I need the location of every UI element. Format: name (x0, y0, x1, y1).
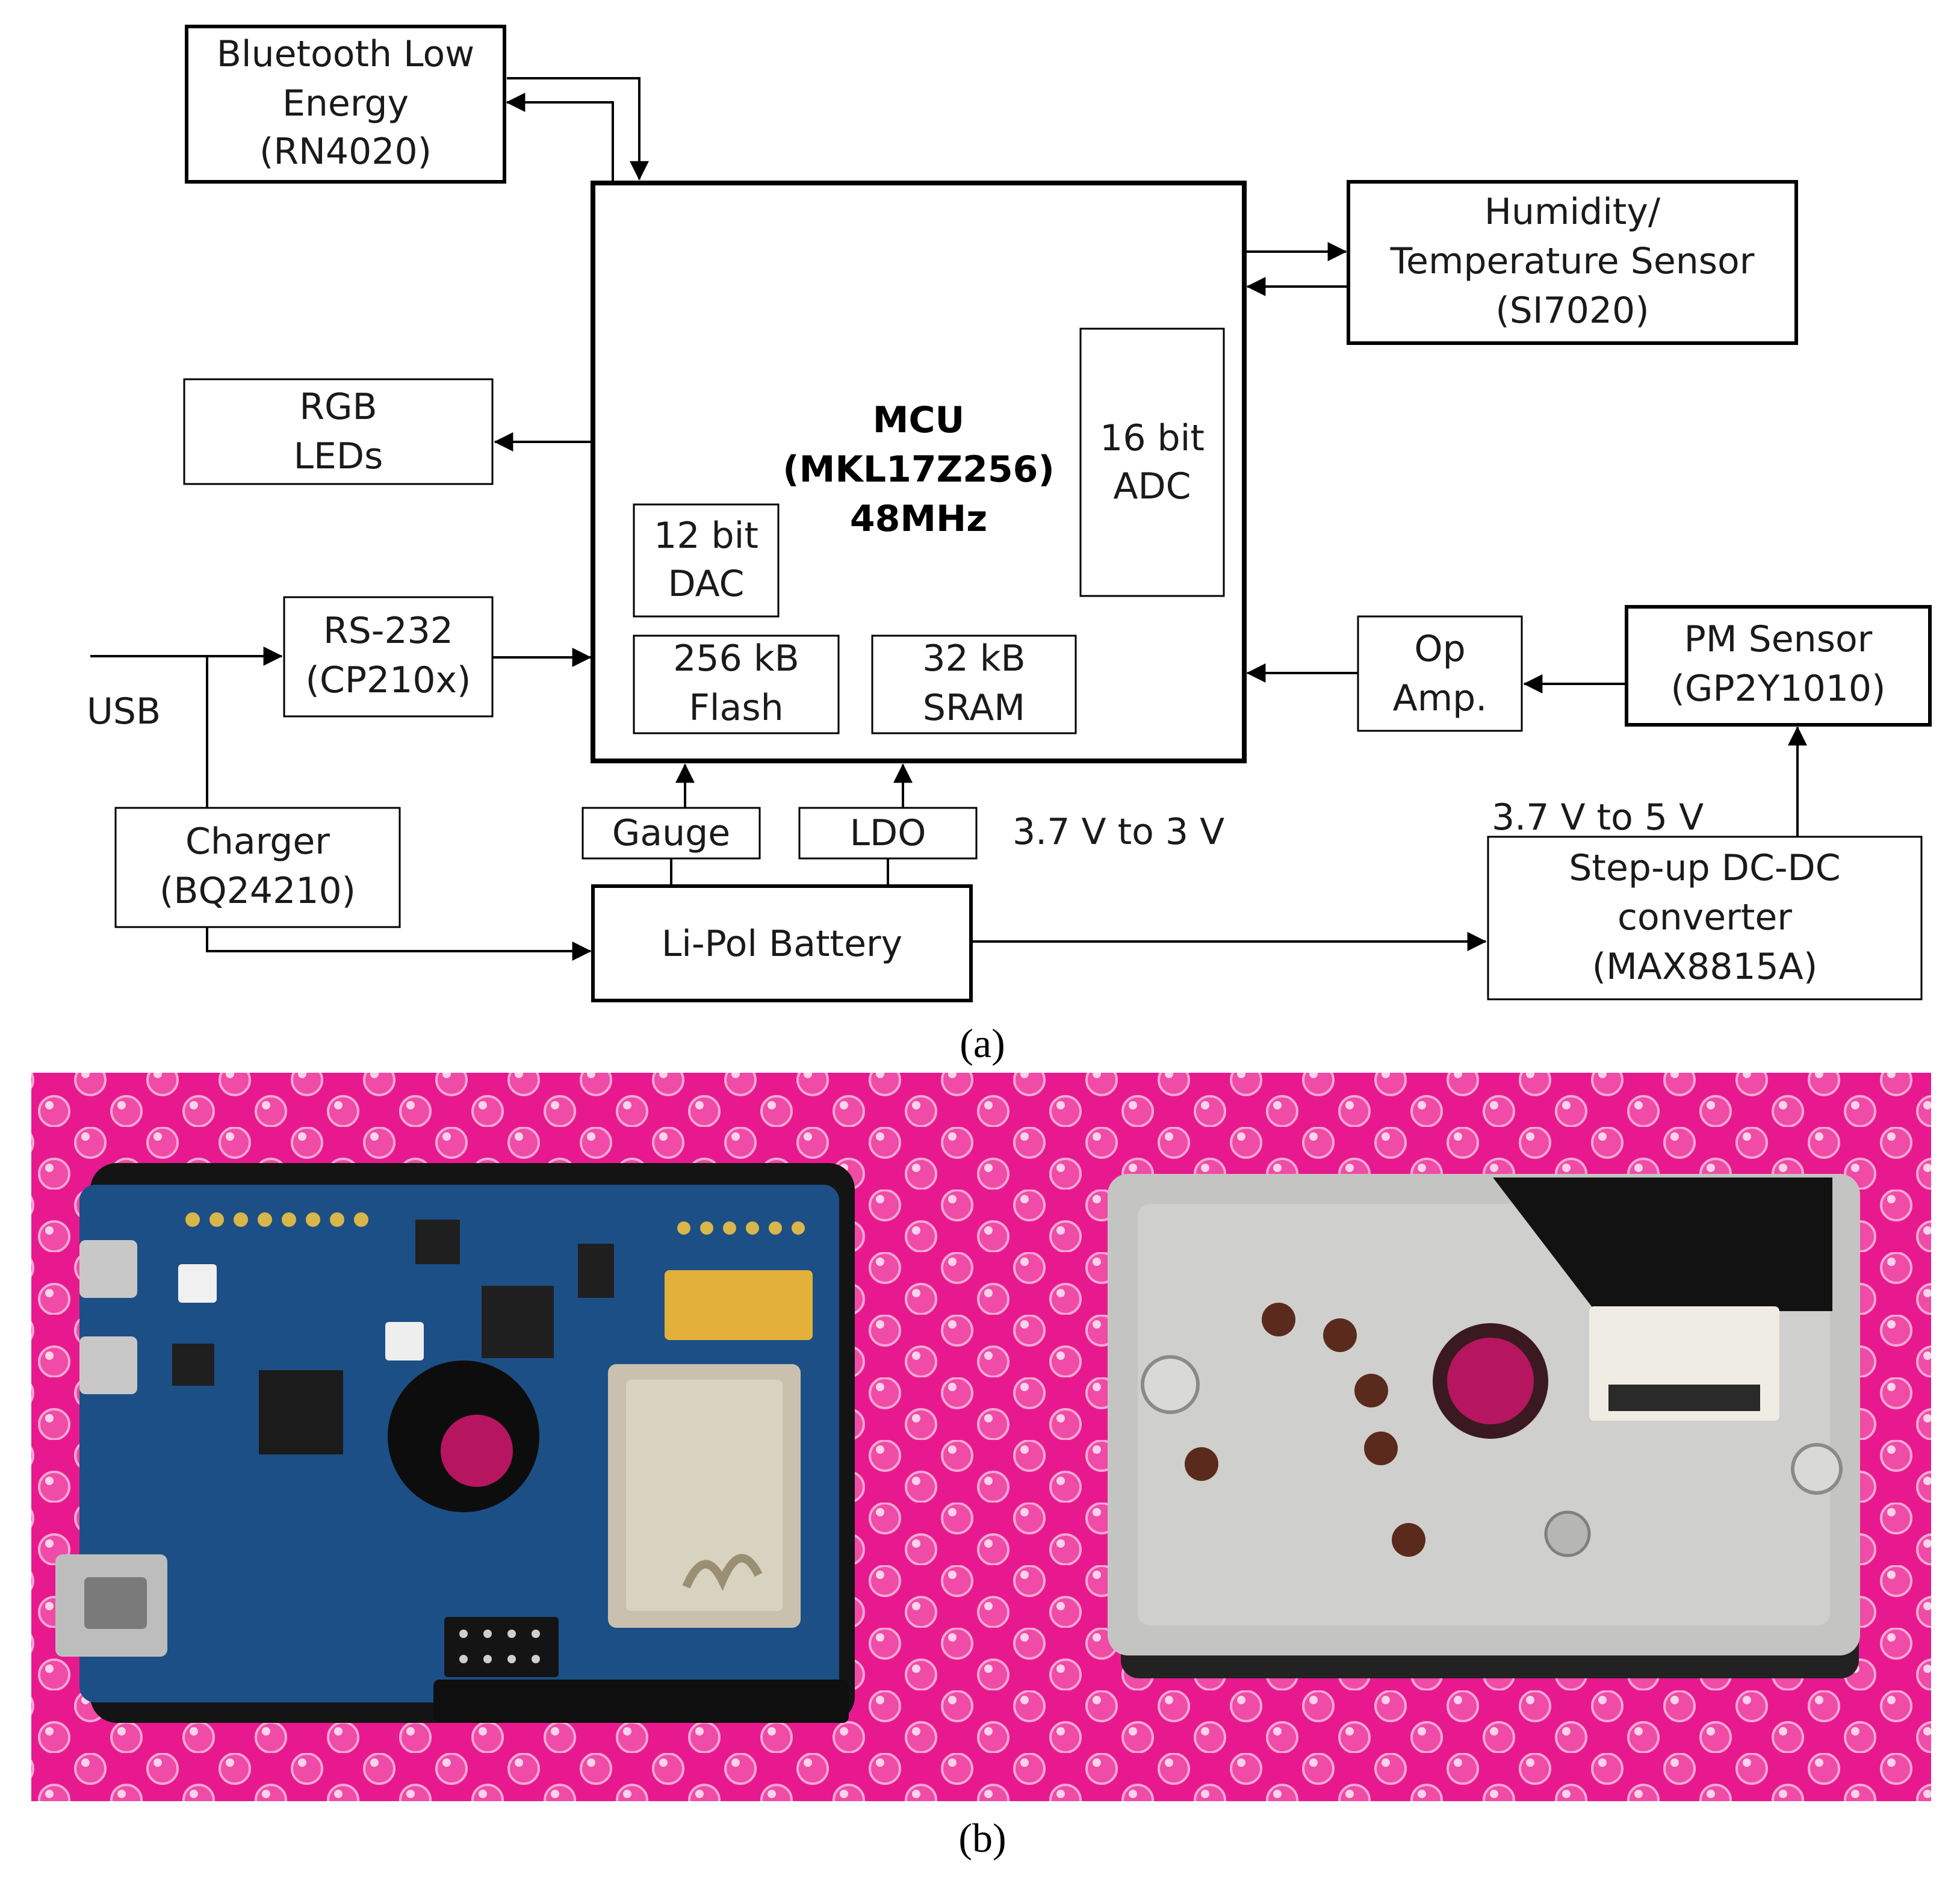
tantalum-capacitor (665, 1270, 813, 1340)
button-1 (79, 1240, 137, 1298)
pcb-sensor-hole-inner (441, 1415, 513, 1487)
humidity-sensor-block: Humidity/ Temperature Sensor (SI7020) (1347, 180, 1798, 345)
dac-block: 12 bit DAC (633, 503, 780, 618)
pin-header-right (677, 1221, 805, 1235)
opamp-label-line1: Op (1414, 628, 1465, 670)
small-chip (415, 1220, 460, 1264)
mcu-chip (482, 1286, 554, 1358)
mcu-label-line3: 48MHz (850, 498, 987, 540)
sram-label-line1: 32 kB (922, 638, 1025, 680)
ble-label-line2: Energy (282, 82, 409, 125)
charger-block: Charger (BQ24210) (114, 807, 401, 928)
rs232-block: RS-232 (CP210x) (283, 596, 494, 718)
connection-arrows (90, 77, 1807, 961)
rgb-label-line1: RGB (299, 386, 377, 428)
charger-label-line2: (BQ24210) (160, 870, 356, 912)
button-2 (79, 1336, 137, 1394)
rgb-led (385, 1322, 424, 1360)
dac-label-line2: DAC (668, 563, 744, 605)
humidity-label-line2: Temperature Sensor (1390, 240, 1755, 282)
rs232-label-line2: (CP210x) (306, 659, 471, 701)
usb-uart-chip (259, 1370, 343, 1454)
sensor-chip (578, 1244, 614, 1298)
mcu-label-line1: MCU (873, 399, 964, 441)
sensor-optical-hole-inner (1447, 1338, 1534, 1424)
rgb-leds-block: RGB LEDs (183, 378, 494, 485)
usb-connector-opening (84, 1577, 147, 1629)
ble-label-line1: Bluetooth Low (217, 33, 475, 75)
flash-label-line2: Flash (689, 687, 783, 729)
small-chip-2 (172, 1344, 214, 1386)
jtag-header (444, 1617, 559, 1677)
stepup-label-line3: (MAX8815A) (1592, 946, 1817, 988)
gauge-block: Gauge (581, 807, 761, 860)
dac-label-line1: 12 bit (654, 515, 758, 557)
sram-label-line2: SRAM (923, 687, 1025, 729)
white-led (178, 1264, 217, 1303)
sensor-screw-left (1141, 1355, 1200, 1414)
sensor-black-cover (1493, 1177, 1832, 1311)
adc-block: 16 bit ADC (1079, 327, 1225, 597)
stepup-voltage-note: 3.7 V to 5 V (1492, 796, 1704, 839)
arrow-charger-to-battery (206, 927, 592, 961)
device-photo: (b) (31, 1073, 1931, 1861)
humidity-label-line1: Humidity/ (1484, 191, 1661, 233)
ble-label-line3: (RN4020) (259, 131, 432, 173)
humidity-label-line3: (SI7020) (1495, 290, 1649, 332)
ldo-block: LDO (798, 807, 978, 860)
rs232-label-line1: RS-232 (323, 610, 453, 652)
microchip-logo (682, 1554, 763, 1591)
ldo-label: LDO (850, 812, 926, 854)
flash-label-line1: 256 kB (673, 638, 799, 680)
arrow-mcu-to-ble (506, 93, 614, 181)
pm-sensor-block: PM Sensor (GP2Y1010) (1625, 605, 1932, 727)
usb-label: USB (87, 690, 161, 733)
rgb-label-line2: LEDs (294, 435, 383, 477)
block-diagram: Bluetooth Low Energy (RN4020) MCU (MKL17… (87, 25, 1932, 1066)
stepup-label-line1: Step-up DC-DC (1569, 847, 1840, 889)
pm-sensor-module (1108, 1174, 1860, 1678)
ble-module-block: Bluetooth Low Energy (RN4020) (185, 25, 506, 184)
ldo-voltage-note: 3.7 V to 3 V (1013, 811, 1224, 853)
stepup-converter-block: Step-up DC-DC converter (MAX8815A) (1487, 836, 1923, 1001)
caption-b: (b) (958, 1815, 1006, 1861)
pm-sensor-label-line2: (GP2Y1010) (1670, 668, 1885, 710)
pcb-edge-bottom (433, 1680, 849, 1723)
sensor-vent-holes (1185, 1303, 1425, 1557)
jtag-pins (459, 1630, 540, 1663)
battery-label: Li-Pol Battery (662, 923, 902, 965)
pm-sensor-label-line1: PM Sensor (1684, 618, 1873, 660)
battery-block: Li-Pol Battery (591, 884, 973, 1002)
opamp-label-line2: Amp. (1393, 677, 1487, 719)
charger-label-line1: Charger (185, 821, 330, 863)
sram-block: 32 kB SRAM (871, 634, 1077, 734)
pin-header-top (185, 1212, 368, 1227)
adc-label-line1: 16 bit (1100, 417, 1205, 459)
pcb-board (55, 1163, 855, 1723)
flash-block: 256 kB Flash (633, 634, 840, 734)
arrow-ble-to-mcu (507, 77, 649, 181)
ble-module-shield (626, 1380, 783, 1611)
mcu-label-line2: (MKL17Z256) (783, 448, 1055, 491)
sensor-screw-right (1791, 1443, 1843, 1495)
adc-label-line2: ADC (1113, 465, 1191, 507)
sensor-connector-slot (1608, 1385, 1760, 1411)
opamp-block: Op Amp. (1357, 615, 1523, 732)
sensor-bottom-screw (1544, 1510, 1591, 1557)
caption-a: (a) (960, 1020, 1005, 1066)
gauge-label: Gauge (612, 812, 730, 854)
stepup-label-line2: converter (1617, 896, 1792, 938)
